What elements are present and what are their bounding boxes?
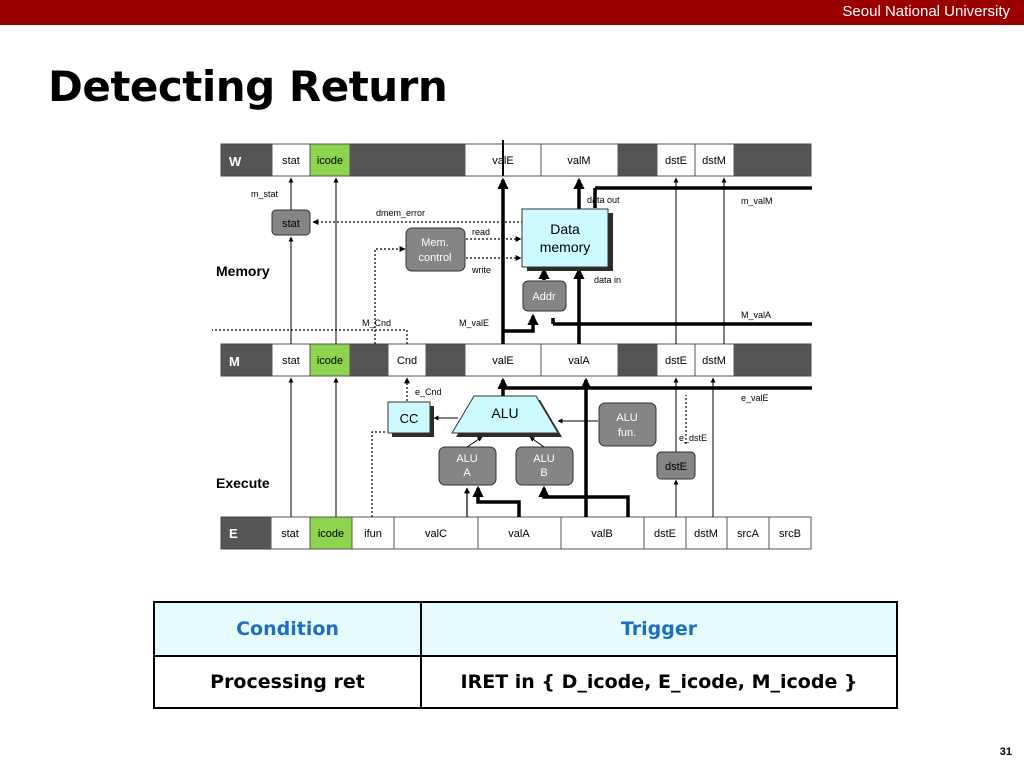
- e-stat: stat: [281, 528, 299, 540]
- slide-title: Detecting Return: [48, 62, 448, 111]
- m-valE: valE: [492, 355, 513, 367]
- addr-block-label: Addr: [532, 291, 556, 303]
- m-valA: valA: [568, 355, 590, 367]
- register-e: E stat icode ifun valC valA valB dstE ds…: [220, 516, 812, 550]
- cell-trigger: IRET in { D_icode, E_icode, M_icode }: [420, 655, 898, 709]
- sig-data-in: data in: [594, 275, 621, 285]
- alu-block: ALU: [451, 395, 562, 437]
- alu-a-line2: A: [463, 467, 471, 479]
- alu-a-block: ALU A: [438, 446, 497, 486]
- sig-data-out: data out: [587, 195, 620, 205]
- m-icode: icode: [317, 355, 343, 367]
- e-valA: valA: [508, 528, 530, 540]
- sig-write: write: [471, 265, 491, 275]
- header-bar: Seoul National University: [0, 0, 1024, 25]
- register-m: M stat icode Cnd valE valA dstE dstM: [220, 343, 812, 377]
- m-dstM: dstM: [702, 355, 726, 367]
- stat-block-label: stat: [282, 218, 300, 230]
- stage-label-execute: Execute: [216, 475, 270, 491]
- sig-M-valA: M_valA: [741, 310, 771, 320]
- alu-fun-block: ALU fun.: [598, 402, 657, 447]
- register-w-label: W: [229, 154, 242, 169]
- e-dstM: dstM: [694, 528, 718, 540]
- e-valB: valB: [591, 528, 612, 540]
- cc-label: CC: [400, 411, 419, 426]
- cell-condition: Processing ret: [153, 655, 422, 709]
- condition-table: Condition Trigger Processing ret IRET in…: [153, 601, 898, 709]
- w-dstM: dstM: [702, 155, 726, 167]
- sig-M-Cnd: M_Cnd: [362, 318, 391, 328]
- sig-m-valM: m_valM: [741, 196, 773, 206]
- e-ifun: ifun: [364, 528, 382, 540]
- e-srcB: srcB: [779, 528, 801, 540]
- e-icode: icode: [318, 528, 344, 540]
- stage-label-memory: Memory: [216, 263, 270, 279]
- alu-b-block: ALU B: [515, 446, 574, 486]
- alu-fun-line1: ALU: [616, 412, 637, 424]
- alu-b-line2: B: [540, 467, 547, 479]
- stat-block: stat: [271, 209, 311, 236]
- table-row: Processing ret IRET in { D_icode, E_icod…: [153, 655, 898, 709]
- addr-block: Addr: [522, 280, 567, 312]
- w-icode: icode: [317, 155, 343, 167]
- alu-label: ALU: [491, 405, 518, 421]
- register-w: W stat icode valE valM dstE dstM: [220, 143, 812, 177]
- sig-e-Cnd: e_Cnd: [415, 387, 442, 397]
- sig-M-valE: M_valE: [459, 318, 489, 328]
- table-header-row: Condition Trigger: [153, 601, 898, 657]
- sig-read: read: [472, 227, 490, 237]
- memory-stage-wires: [212, 140, 812, 344]
- e-srcA: srcA: [737, 528, 760, 540]
- mem-control-line1: Mem.: [421, 237, 449, 249]
- register-m-label: M: [229, 354, 240, 369]
- data-memory-line1: Data: [550, 221, 580, 237]
- data-memory-block: Data memory: [521, 208, 613, 271]
- w-dstE: dstE: [665, 155, 687, 167]
- dstE-block-label: dstE: [665, 461, 687, 473]
- alu-fun-line2: fun.: [618, 427, 636, 439]
- m-cnd: Cnd: [397, 355, 417, 367]
- sig-e-dstE: e_dstE: [679, 433, 707, 443]
- sig-m-stat: m_stat: [251, 189, 279, 199]
- sig-dmem-error: dmem_error: [376, 208, 425, 218]
- alu-a-line1: ALU: [456, 453, 477, 465]
- w-stat: stat: [282, 155, 300, 167]
- dstE-block: dstE: [656, 451, 696, 480]
- e-dstE: dstE: [654, 528, 676, 540]
- m-stat: stat: [282, 355, 300, 367]
- register-e-label: E: [229, 526, 238, 541]
- university-name: Seoul National University: [842, 3, 1010, 20]
- w-valM: valM: [567, 155, 590, 167]
- execute-stage-wires: [288, 377, 812, 517]
- cc-block: CC: [387, 401, 434, 437]
- slide-number: 31: [999, 746, 1012, 758]
- m-dstE: dstE: [665, 355, 687, 367]
- mem-control-block: Mem. control: [405, 227, 466, 272]
- header-trigger: Trigger: [420, 601, 898, 657]
- sig-e-valE: e_valE: [741, 393, 769, 403]
- e-valC: valC: [425, 528, 447, 540]
- header-condition: Condition: [153, 601, 422, 657]
- data-memory-line2: memory: [540, 239, 591, 255]
- alu-b-line1: ALU: [533, 453, 554, 465]
- mem-control-line2: control: [418, 252, 451, 264]
